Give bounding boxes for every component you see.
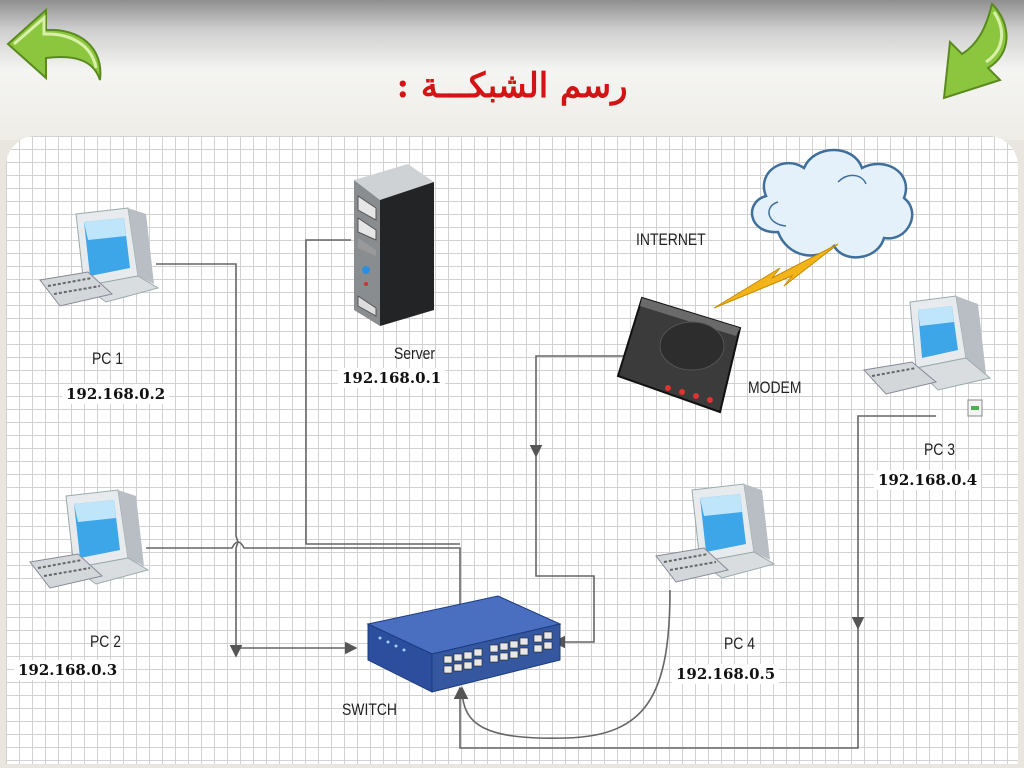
- pc4-computer[interactable]: [650, 482, 780, 602]
- pc2-ip: 192.168.0.3: [14, 660, 122, 680]
- forward-arrow-button[interactable]: [930, 2, 1024, 107]
- modem-device[interactable]: [612, 292, 752, 418]
- network-switch[interactable]: [360, 594, 570, 700]
- slide-title: رسم الشبكـــة :: [396, 66, 628, 106]
- pc4-label: PC 4: [724, 634, 755, 653]
- desktop-computer-icon: [39, 207, 160, 307]
- desktop-computer-icon: [29, 489, 150, 589]
- pc3-ip: 192.168.0.4: [874, 470, 982, 490]
- server-ip: 192.168.0.1: [338, 368, 446, 388]
- switch-icon: [366, 595, 562, 693]
- cloud-icon: [750, 148, 914, 259]
- curved-right-arrow-icon: [942, 2, 1008, 100]
- slide-header: [0, 0, 1024, 140]
- pc3-computer[interactable]: [856, 294, 996, 424]
- pc1-ip: 192.168.0.2: [62, 384, 170, 404]
- modem-icon: [616, 296, 742, 414]
- pc2-label: PC 2: [90, 632, 121, 651]
- server-label: Server: [394, 344, 436, 363]
- pc1-label: PC 1: [92, 349, 123, 368]
- lightning-bolt: [710, 242, 840, 312]
- internet-cloud: [738, 142, 918, 272]
- pc1-computer[interactable]: [34, 206, 164, 326]
- pc2-computer[interactable]: [24, 488, 154, 608]
- server-tower[interactable]: [344, 160, 444, 330]
- internet-label: INTERNET: [636, 230, 706, 249]
- lightning-icon: [713, 243, 839, 309]
- desktop-computer-icon: [863, 295, 992, 417]
- modem-label: MODEM: [748, 378, 802, 397]
- cable-connections: [146, 239, 936, 749]
- switch-label: SWITCH: [342, 700, 397, 719]
- pc3-label: PC 3: [924, 440, 955, 459]
- pc4-ip: 192.168.0.5: [672, 664, 780, 684]
- network-diagram-canvas: PC 1 192.168.0.2 PC 2 192.168.0.3: [6, 136, 1018, 764]
- server-icon: [354, 164, 434, 326]
- curved-left-arrow-icon: [6, 7, 102, 81]
- back-arrow-button[interactable]: [0, 2, 110, 107]
- desktop-computer-icon: [655, 483, 776, 583]
